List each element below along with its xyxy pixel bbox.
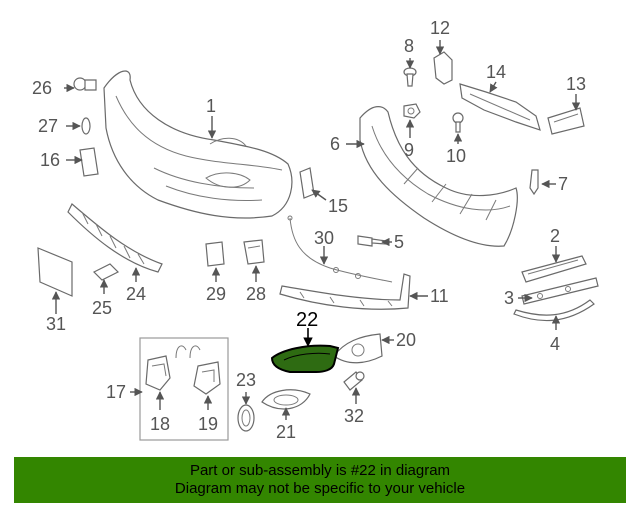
bracket-part-13	[547, 107, 585, 135]
callout-24: 24	[126, 284, 146, 304]
callout-22: 22	[296, 309, 318, 331]
callout-30: 30	[314, 228, 334, 248]
bracket-part-25	[92, 263, 120, 281]
strip-part-3	[521, 277, 599, 305]
leader-lines	[51, 40, 581, 420]
bumper-cover	[103, 70, 293, 219]
wiring-harness-part-30	[287, 215, 393, 283]
bracket-part-28	[243, 239, 265, 265]
callout-32: 32	[344, 406, 364, 426]
callout-20: 20	[396, 330, 416, 350]
sensor-part-26	[73, 77, 97, 91]
callout-9: 9	[404, 140, 414, 160]
parts-diagram: 1 2 3 4 5 6 7 8 9 10 11 12 13 14 15 16 1…	[32, 18, 599, 442]
callout-12: 12	[430, 18, 450, 38]
cover-part-19	[193, 361, 221, 395]
screw-part-10	[452, 112, 464, 133]
reinforcement-part-11	[279, 273, 411, 310]
push-pin-part-8	[403, 67, 417, 87]
bolt-part-5	[357, 235, 387, 247]
callout-28: 28	[246, 284, 266, 304]
callout-13: 13	[566, 74, 586, 94]
impact-absorber	[359, 106, 518, 247]
callout-2: 2	[550, 226, 560, 246]
callout-11: 11	[430, 286, 449, 306]
highlighted-cover-part-22	[270, 344, 340, 373]
callout-17: 17	[106, 382, 126, 402]
callout-31: 31	[46, 314, 66, 334]
callout-26: 26	[32, 78, 52, 98]
bracket-part-29	[205, 241, 225, 267]
callout-18: 18	[150, 414, 170, 434]
trim-strip-part-4	[513, 299, 595, 322]
cover-part-18	[145, 355, 171, 391]
bracket-part-16	[79, 147, 99, 177]
callout-25: 25	[92, 298, 112, 318]
callout-6: 6	[330, 134, 340, 154]
callout-7: 7	[558, 174, 568, 194]
bracket-part-2	[521, 255, 587, 283]
bracket-part-12	[433, 51, 453, 85]
callout-4: 4	[550, 334, 560, 354]
callout-8: 8	[404, 36, 414, 56]
callout-21: 21	[276, 422, 296, 442]
trim-ring-part-21	[261, 389, 311, 410]
support-part-14	[459, 83, 541, 131]
callout-10: 10	[446, 146, 466, 166]
ring-part-27	[81, 117, 91, 135]
nut-part-9	[403, 103, 421, 119]
callout-3: 3	[504, 288, 514, 308]
callout-16: 16	[40, 150, 60, 170]
fog-trim-part-20	[333, 333, 383, 364]
callout-numbers: 1 2 3 4 5 6 7 8 9 10 11 12 13 14 15 16 1…	[32, 18, 586, 442]
seal-ring-part-23	[237, 404, 255, 432]
banner-line-2: Diagram may not be specific to your vehi…	[174, 480, 466, 497]
banner-line-1: Part or sub-assembly is #22 in diagram	[189, 462, 451, 479]
callout-19: 19	[198, 414, 218, 434]
callout-23: 23	[236, 370, 256, 390]
callout-5: 5	[394, 232, 404, 252]
callout-29: 29	[206, 284, 226, 304]
callout-1: 1	[206, 96, 216, 116]
reflector-part-15	[299, 167, 315, 199]
clip-part-7	[529, 169, 539, 196]
callout-27: 27	[38, 116, 58, 136]
sensor-part-32	[343, 371, 365, 391]
license-bracket-part-31	[37, 247, 73, 297]
info-banner: Part or sub-assembly is #22 in diagram D…	[14, 457, 626, 503]
callout-15: 15	[328, 196, 348, 216]
callout-14: 14	[486, 62, 506, 82]
grille-part-24	[67, 203, 163, 273]
